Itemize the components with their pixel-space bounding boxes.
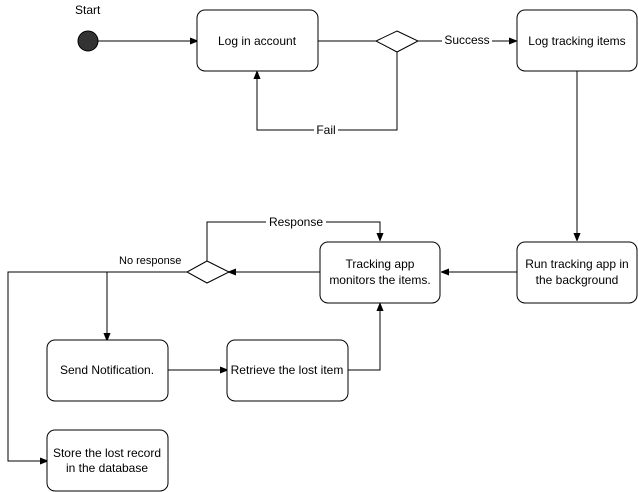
node-store-line1: Store the lost record (53, 446, 161, 460)
node-monitor-line2: monitors the items. (329, 273, 430, 287)
edge-no-response-store (7, 271, 107, 461)
node-run-background: Run tracking app in the background (516, 241, 638, 304)
decision-response (185, 260, 231, 284)
node-monitor-line1: Tracking app (346, 257, 415, 271)
start-label: Start (75, 3, 101, 17)
decision-login-result (374, 30, 420, 53)
node-monitor: Tracking app monitors the items. (319, 241, 441, 304)
node-retrieve: Retrieve the lost item (226, 339, 349, 402)
node-notify-label: Send Notification. (60, 363, 154, 377)
edge-label-success: Success (444, 33, 489, 47)
node-notify: Send Notification. (46, 339, 169, 402)
start-node (77, 30, 99, 52)
node-store-line2: in the database (66, 461, 148, 475)
edge-label-no-response: No response (119, 255, 181, 267)
edge-retrieve-to-monitor (348, 304, 380, 371)
edge-label-response: Response (269, 215, 323, 229)
edge-no-response-notify (107, 271, 187, 340)
node-store: Store the lost record in the database (46, 429, 169, 492)
edge-label-fail: Fail (316, 123, 335, 137)
node-login: Log in account (196, 9, 319, 72)
node-login-label: Log in account (218, 34, 297, 48)
node-log-tracking-label: Log tracking items (528, 34, 625, 48)
node-log-tracking: Log tracking items (516, 9, 638, 72)
node-retrieve-label: Retrieve the lost item (231, 363, 344, 377)
node-run-background-line2: the background (536, 273, 619, 287)
node-run-background-line1: Run tracking app in (525, 257, 628, 271)
